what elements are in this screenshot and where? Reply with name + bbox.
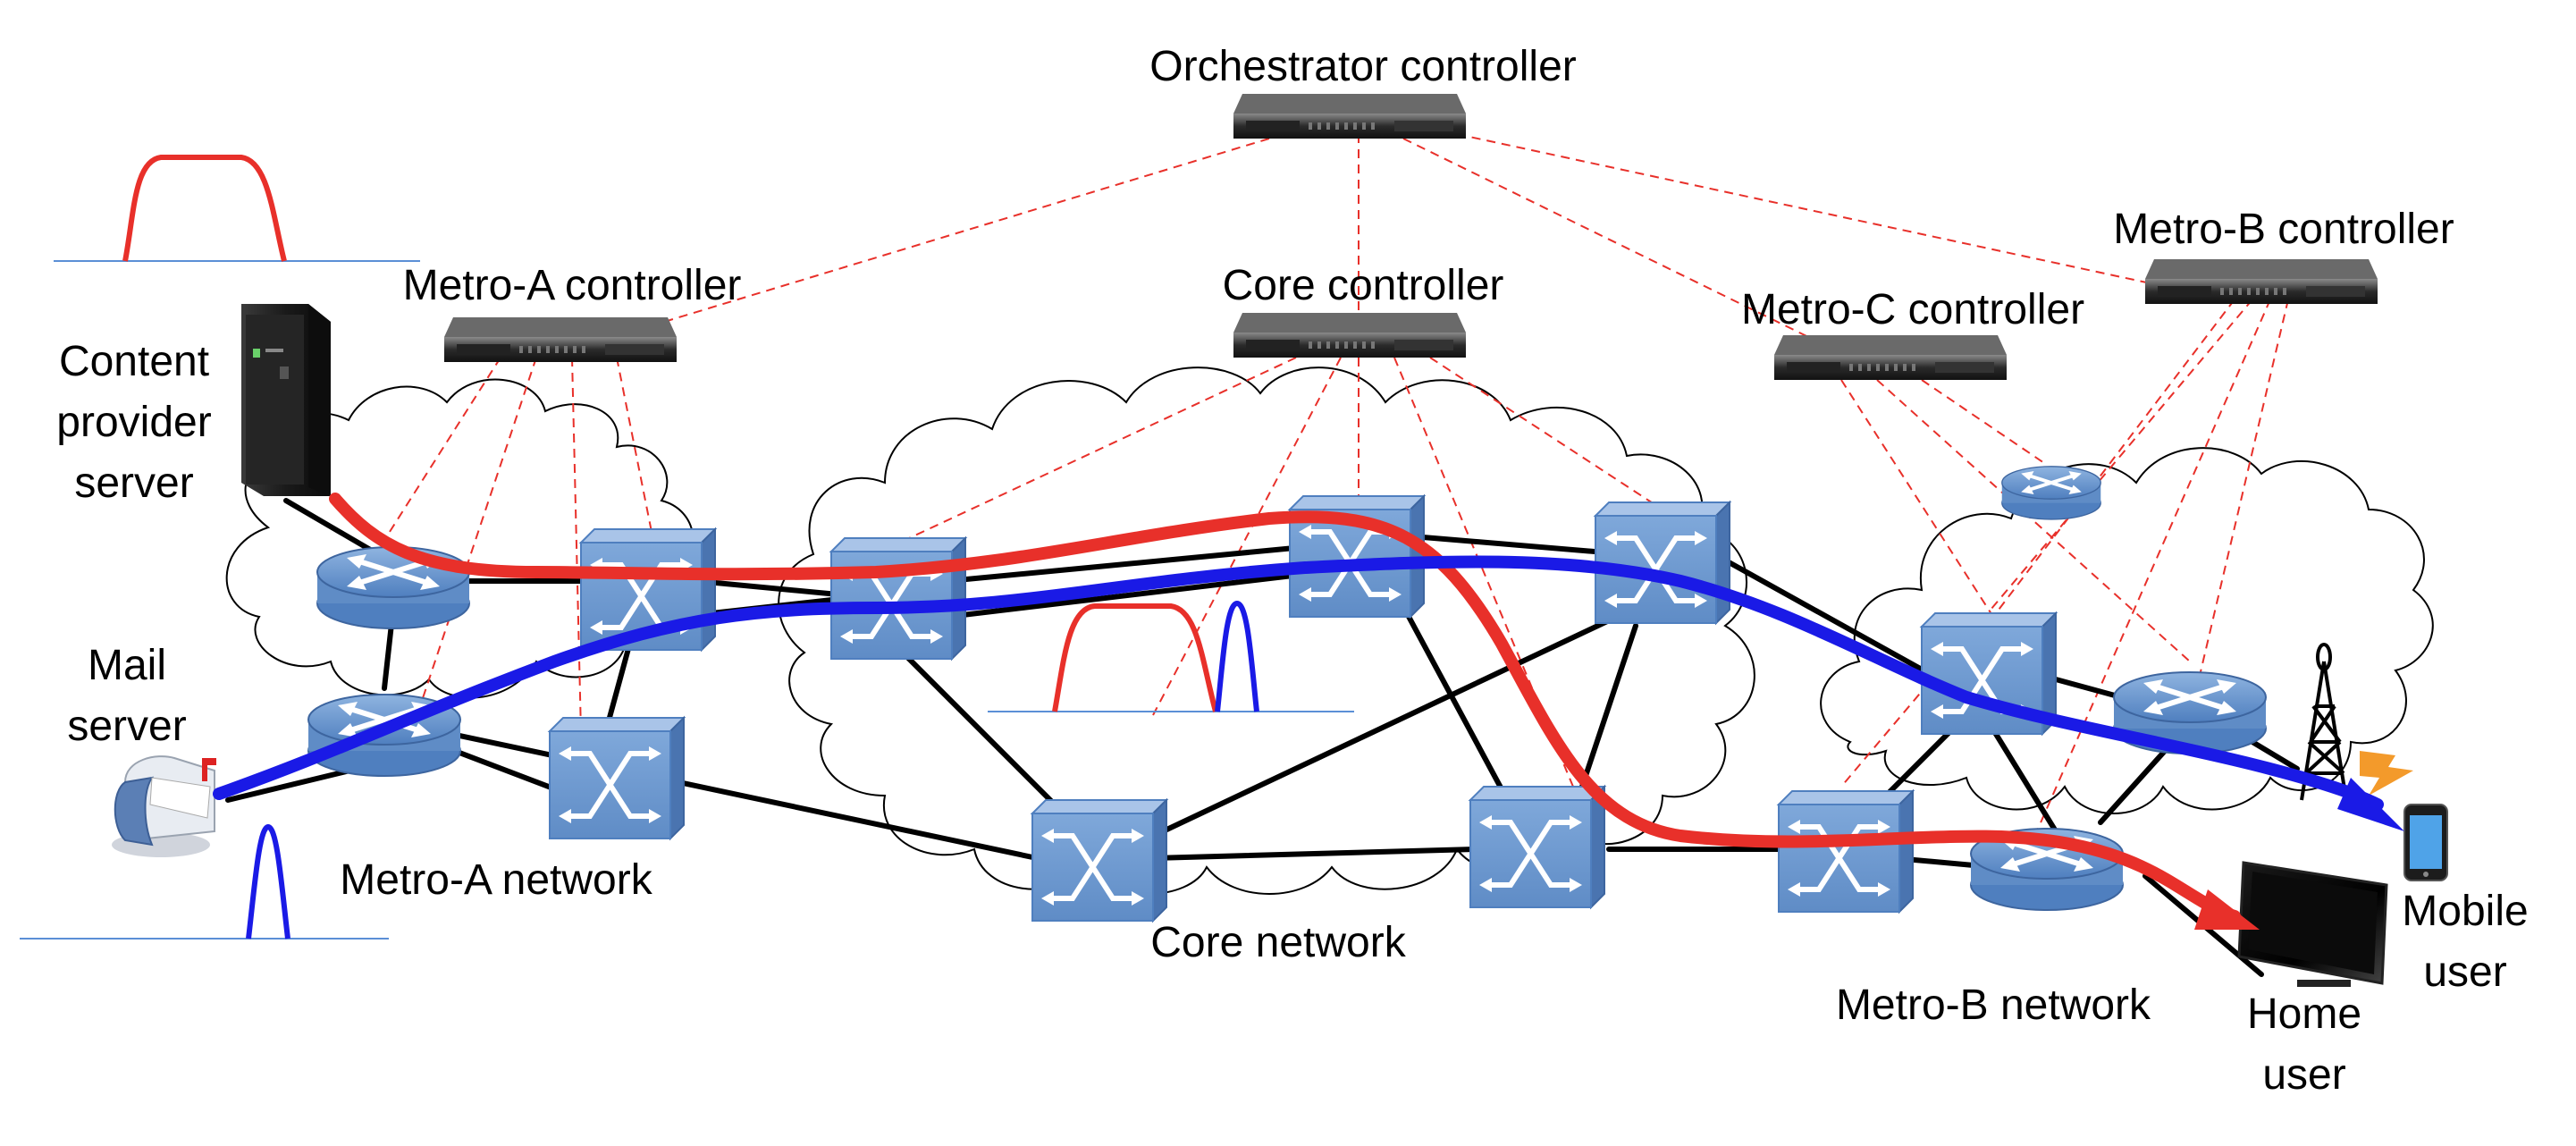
orchestrator-controller-label: Orchestrator controller xyxy=(1149,43,1577,90)
core-server-icon xyxy=(1233,313,1466,358)
core-switch-5 xyxy=(1470,787,1604,907)
mobile-user-label-2: user xyxy=(2423,948,2506,996)
metro-b-network-label: Metro-B network xyxy=(1836,982,2151,1029)
wide-spectrum-topleft xyxy=(54,155,420,262)
blue-path-arrowhead xyxy=(2337,778,2404,831)
core-network-label: Core network xyxy=(1150,919,1406,966)
metro-b-controller-label: Metro-B controller xyxy=(2113,206,2454,253)
metro-b-server-icon xyxy=(2145,259,2378,304)
metro-c-server-icon xyxy=(1774,335,2007,380)
metro-b-switch-bottom xyxy=(1779,791,1913,912)
orchestrator-server-icon xyxy=(1233,94,1466,139)
home-user-label-2: user xyxy=(2262,1051,2345,1099)
core-controller-label: Core controller xyxy=(1223,262,1504,309)
core-switch-3 xyxy=(1595,502,1730,623)
mobile-user-label-1: Mobile xyxy=(2402,888,2528,935)
core-switch-1 xyxy=(831,538,965,659)
home-user-label-1: Home xyxy=(2247,990,2361,1038)
narrow-spectrum-bottomleft xyxy=(20,823,389,940)
metro-a-network-label: Metro-A network xyxy=(340,856,652,904)
content-provider-label-1: Content xyxy=(59,338,209,385)
metro-a-server-icon xyxy=(444,317,677,362)
red-path-arrowhead xyxy=(2194,889,2260,930)
tv-icon xyxy=(2237,861,2388,987)
mail-server-label-1: Mail xyxy=(88,642,166,689)
spectrum-center xyxy=(988,600,1354,712)
mailbox-icon xyxy=(112,755,216,857)
metro-a-switch-bottom xyxy=(550,718,684,838)
content-provider-label-3: server xyxy=(74,459,193,507)
metro-c-router xyxy=(1999,464,2103,521)
metro-c-controller-label: Metro-C controller xyxy=(1741,286,2084,333)
rack-server-icon xyxy=(241,304,331,496)
mail-server-label-2: server xyxy=(67,703,186,750)
lightning-icon xyxy=(2360,751,2413,796)
control-links xyxy=(375,133,2289,850)
content-provider-label-2: provider xyxy=(56,399,211,446)
core-switch-4 xyxy=(1032,800,1166,921)
red-traffic-path xyxy=(329,493,2241,923)
metro-a-controller-label: Metro-A controller xyxy=(403,262,742,309)
blue-traffic-path xyxy=(213,555,2384,811)
smartphone-icon xyxy=(2403,804,2448,881)
